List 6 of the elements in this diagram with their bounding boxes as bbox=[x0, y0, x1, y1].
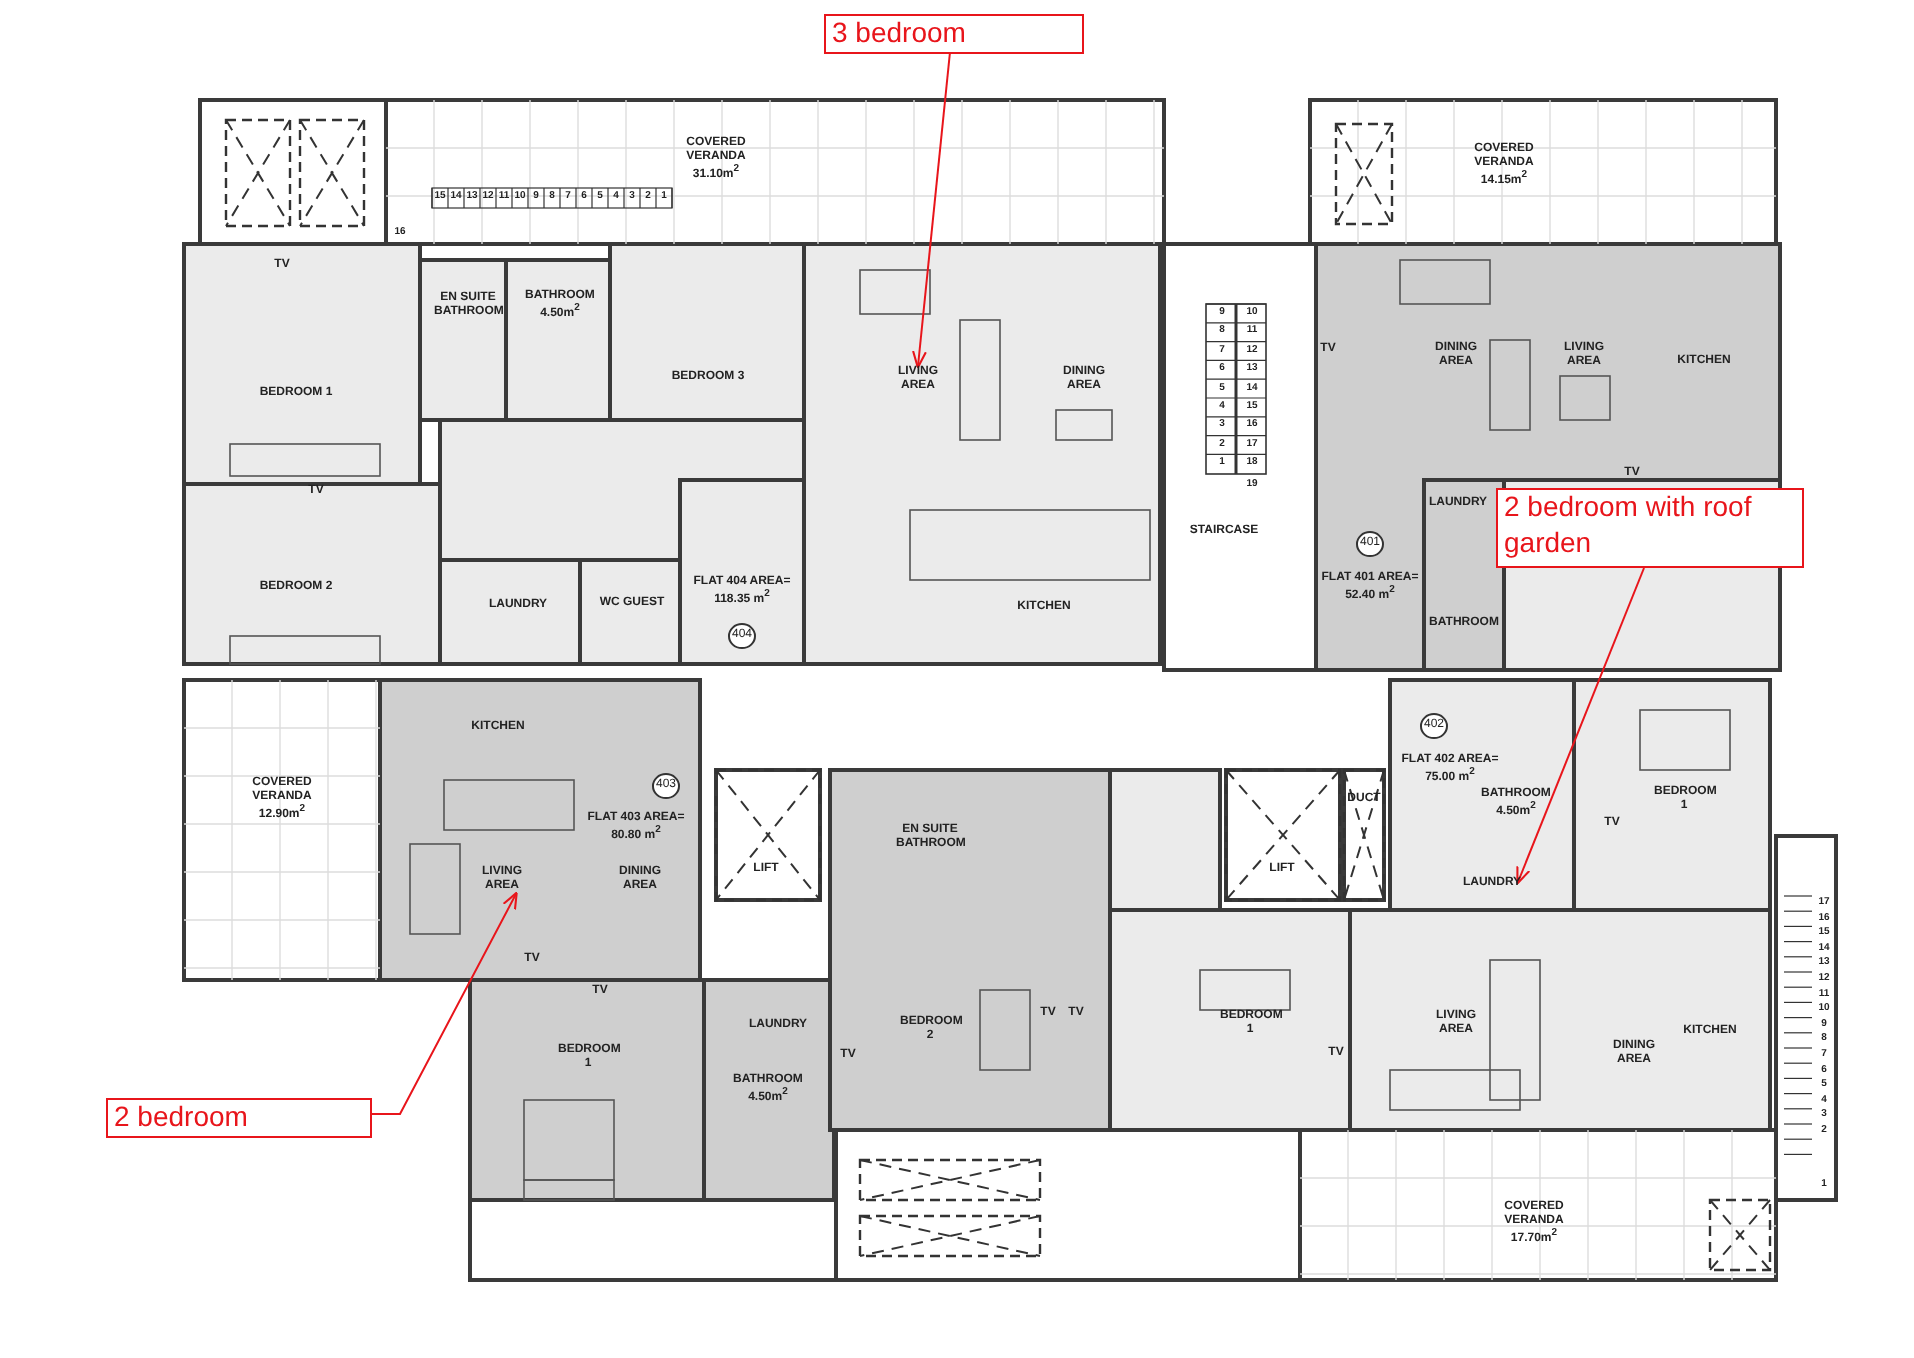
leader-line bbox=[371, 891, 518, 1115]
leader-line bbox=[912, 51, 951, 369]
callout-box: 2 bedroom bbox=[106, 1098, 372, 1137]
leader-line bbox=[1516, 567, 1645, 885]
callout-box: 3 bedroom bbox=[824, 14, 1084, 53]
callout-box: 2 bedroom with roof garden bbox=[1496, 488, 1804, 568]
